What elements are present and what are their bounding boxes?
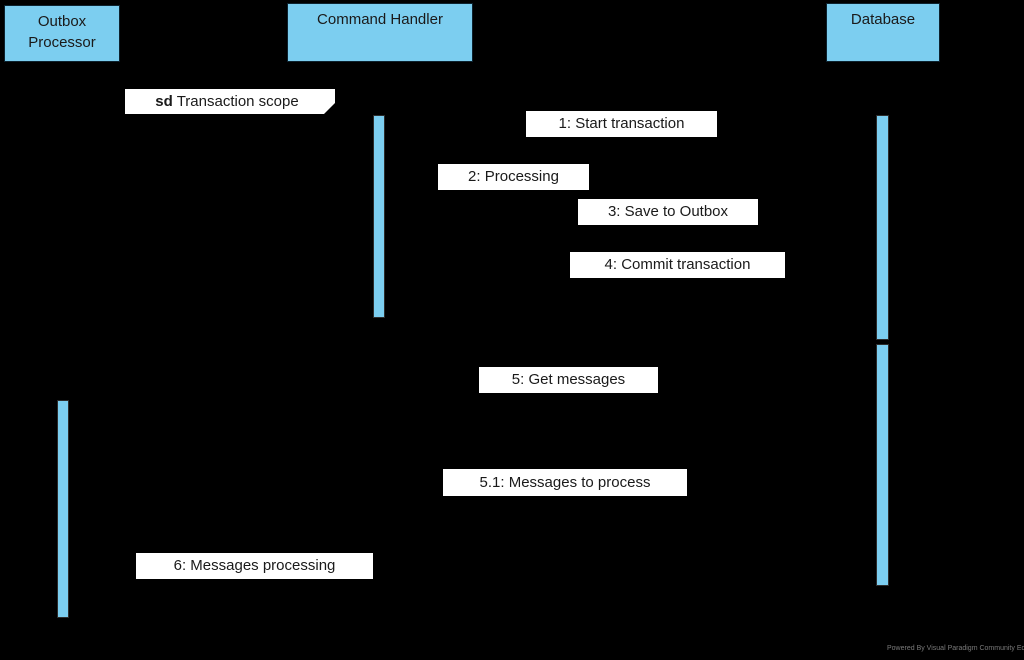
actor-box-outbox-processor: Outbox Processor [4,5,120,62]
message-label-commit-transaction: 4: Commit transaction [570,252,785,278]
message-label-get-messages: 5: Get messages [479,367,658,393]
actor-box-command-handler: Command Handler [287,3,473,62]
message-label-save-to-outbox: 3: Save to Outbox [578,199,758,225]
actor-box-database: Database [826,3,940,62]
message-label-processing: 2: Processing [438,164,589,190]
activation-bar-command-handler [373,115,385,318]
activation-bar-database-second [876,344,889,586]
message-label-messages-to-process: 5.1: Messages to process [443,469,687,496]
message-label-messages-processing: 6: Messages processing [136,553,373,579]
watermark: Powered By Visual Paradigm Community Edi… [887,644,1024,654]
activation-bar-outbox-processor [57,400,69,618]
activation-bar-database-first [876,115,889,340]
fragment-operator: sd [155,93,173,110]
fragment-title: Transaction scope [176,93,299,110]
message-label-start-transaction: 1: Start transaction [526,111,717,137]
fragment-tab-transaction-scope: sd Transaction scope [125,89,335,114]
watermark-text: Powered By Visual Paradigm Community Edi… [887,645,1024,652]
